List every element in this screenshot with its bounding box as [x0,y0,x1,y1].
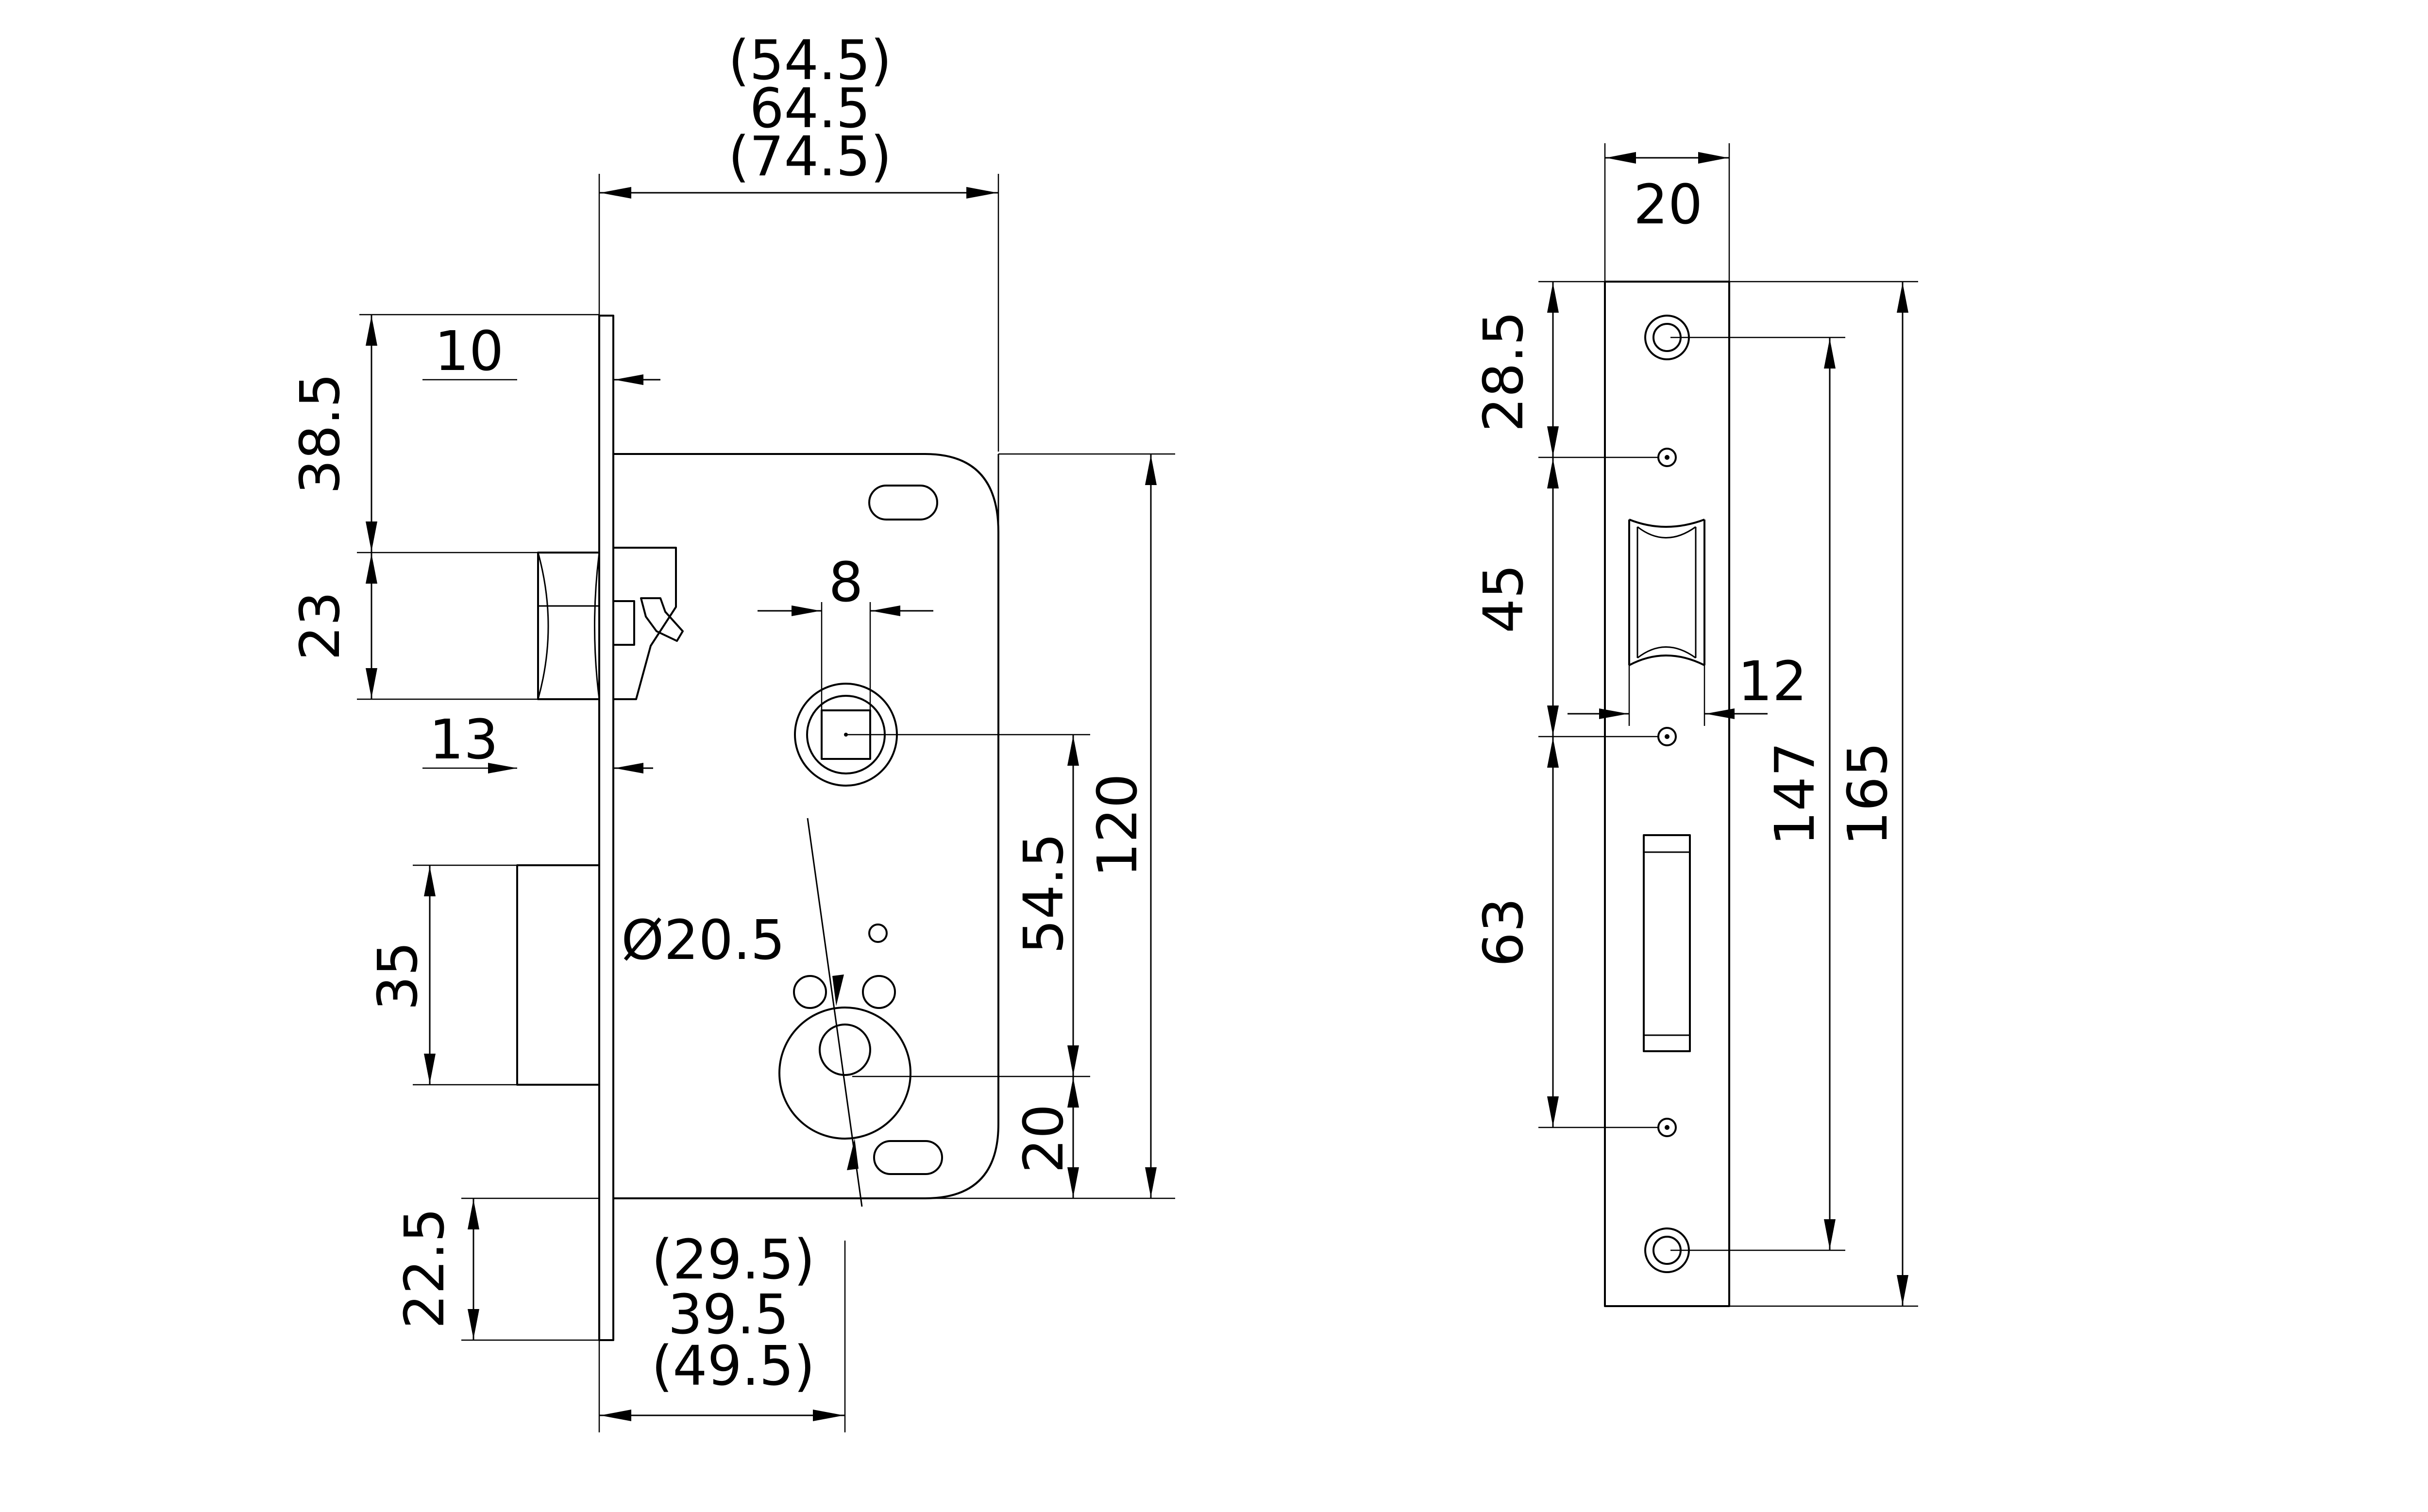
cylinder-to-bottom-label: 20 [1012,1104,1076,1174]
pin-hole [862,975,896,1009]
pin-hole [868,924,888,943]
lock-case-outline [613,453,999,1199]
backset-alt-1-label: (29.5) [652,1228,815,1292]
mounting-hole [1657,1118,1677,1137]
faceplate-edge [598,315,614,1341]
upper-mounting-slot [868,485,938,521]
front-width-alt-1-label: (54.5) [728,29,892,92]
deadbolt [516,864,600,1086]
top-to-latch-label: 38.5 [289,373,352,494]
hub-square-label: 8 [828,551,863,614]
front-width-alt-2-label: (74.5) [728,125,892,188]
pin-hole [793,975,827,1009]
deadbolt-opening [1643,834,1691,1052]
faceplate-side-view [1604,281,1730,1307]
cylinder-diameter-label: Ø20.5 [621,909,785,972]
hole-to-hole-upper-label: 45 [1472,564,1535,634]
cylinder-bore [778,1007,911,1140]
front-view-dimensions: (54.5) 64.5 (74.5) 10 38.5 23 13 [289,29,1175,1432]
faceplate-offset-top-label: 10 [435,320,504,383]
latch-opening [1628,519,1705,666]
backset-alt-2-label: (49.5) [652,1335,815,1398]
latch-height-label: 23 [289,591,352,661]
faceplate-length-label: 165 [1837,742,1900,846]
latch-opening-width-label: 12 [1738,650,1807,713]
side-view-dimensions: 20 28.5 45 63 12 147 [1472,143,1918,1307]
latch-mechanism [612,547,684,700]
mounting-hole [1657,727,1677,746]
mounting-hole [1657,448,1677,467]
deadbolt-height-label: 35 [367,941,430,1011]
faceplate-width-label: 20 [1634,173,1703,236]
faceplate-outline [1604,281,1730,1307]
screw-to-hole-label: 28.5 [1472,311,1535,432]
screw-centers-label: 147 [1764,742,1827,846]
bottom-extension-label: 22.5 [393,1208,456,1328]
latch-bolt [537,552,600,700]
faceplate-offset-mid-label: 13 [429,708,499,772]
hole-to-hole-lower-label: 63 [1472,898,1535,967]
backset-label: 39.5 [668,1283,789,1346]
lock-body-front-view [516,315,999,1341]
lower-mounting-slot [873,1140,943,1175]
hub-to-cylinder-label: 54.5 [1012,833,1076,954]
front-width-label: 64.5 [749,77,870,140]
case-height-label: 120 [1086,773,1149,877]
